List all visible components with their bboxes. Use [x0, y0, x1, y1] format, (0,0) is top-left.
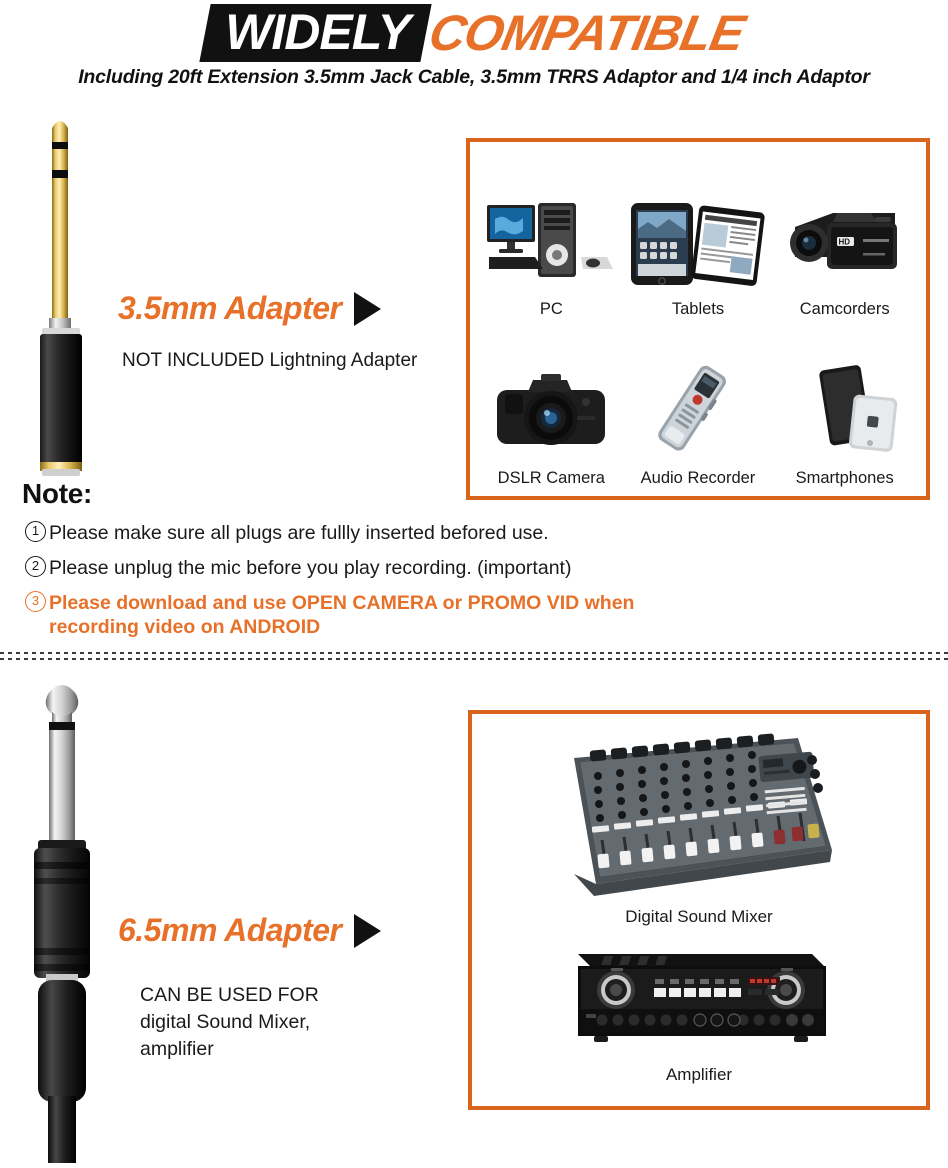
device-item-smartphones: Smartphones: [771, 319, 918, 488]
adapter-65mm-title: 6.5mm Adapter: [118, 912, 342, 948]
adapter-65mm-note-line3: amplifier: [140, 1038, 214, 1060]
adapter-35mm-note: NOT INCLUDED Lightning Adapter: [122, 350, 418, 371]
audio-recorder-icon: [628, 358, 768, 462]
gear-label: Amplifier: [665, 1065, 733, 1084]
svg-text:HD: HD: [838, 238, 850, 247]
device-label: Smartphones: [795, 469, 894, 487]
note-text: Please unplug the mic before you play re…: [49, 557, 572, 579]
adapter-65mm-note-line1: CAN BE USED FOR: [140, 984, 319, 1006]
note-item: 2 Please unplug the mic before you play …: [22, 556, 722, 580]
adapter-65mm-note-line2: digital Sound Mixer,: [140, 1011, 311, 1033]
device-label: Audio Recorder: [640, 469, 756, 487]
adapter-35mm-title: 3.5mm Adapter: [118, 290, 342, 326]
note-text: Please download and use OPEN CAMERA or P…: [49, 592, 635, 638]
adapter-65mm-note: CAN BE USED FOR digital Sound Mixer, amp…: [140, 982, 319, 1063]
gear-item-mixer: Digital Sound Mixer: [472, 724, 926, 927]
triangle-right-icon: [353, 913, 381, 948]
dslr-camera-icon: [481, 358, 621, 462]
6.5mm-ts-plug-icon: [18, 672, 114, 1168]
device-label: PC: [539, 300, 563, 318]
gear-label: Digital Sound Mixer: [625, 907, 773, 926]
smartphone-icon: [775, 358, 915, 462]
page-title: WIDELY COMPATIBLE: [0, 4, 948, 62]
tablet-icon: [625, 189, 771, 293]
3.5mm-trs-plug-icon: [26, 112, 104, 489]
adapter-callout-65mm: 6.5mm Adapter: [118, 912, 381, 949]
note-number-icon: 2: [22, 556, 49, 577]
page-subtitle: Including 20ft Extension 3.5mm Jack Cabl…: [78, 66, 870, 88]
device-label: Camcorders: [799, 300, 890, 318]
note-item: 1 Please make sure all plugs are fullly …: [22, 521, 722, 545]
device-item-dslr: DSLR Camera: [478, 319, 625, 488]
adapter-callout-35mm: 3.5mm Adapter: [118, 290, 381, 327]
device-item-pc: PC: [478, 150, 625, 319]
title-word-widely: WIDELY: [225, 4, 410, 60]
device-label: DSLR Camera: [497, 469, 605, 487]
header-banner: WIDELY COMPATIBLE Including 20ft Extensi…: [0, 0, 948, 108]
triangle-right-icon: [353, 291, 381, 326]
device-item-tablets: Tablets: [625, 150, 772, 319]
note-text: Please make sure all plugs are fullly in…: [49, 522, 549, 544]
note-section: Note: 1 Please make sure all plugs are f…: [22, 478, 722, 639]
note-number-icon: 3: [22, 591, 49, 612]
note-item: 3 Please download and use OPEN CAMERA or…: [22, 591, 722, 639]
compatible-gear-box: Digital Sound Mixer: [468, 710, 930, 1110]
desktop-computer-icon: [481, 189, 621, 293]
device-item-camcorders: HD Camcorders: [771, 150, 918, 319]
device-grid: PC: [478, 150, 918, 488]
gear-item-amplifier: Amplifier: [472, 932, 926, 1085]
note-number-icon: 1: [22, 521, 49, 542]
device-label: Tablets: [671, 300, 725, 318]
sound-mixer-icon: [554, 724, 844, 901]
title-highlight-box: WIDELY: [199, 4, 432, 62]
camcorder-icon: HD: [775, 189, 915, 293]
compatible-devices-box: PC: [466, 138, 930, 500]
amplifier-icon: [554, 932, 844, 1059]
note-heading: Note:: [22, 478, 93, 509]
title-word-compatible: COMPATIBLE: [424, 5, 749, 61]
section-divider: [0, 652, 948, 664]
device-item-audio-recorder: Audio Recorder: [625, 319, 772, 488]
